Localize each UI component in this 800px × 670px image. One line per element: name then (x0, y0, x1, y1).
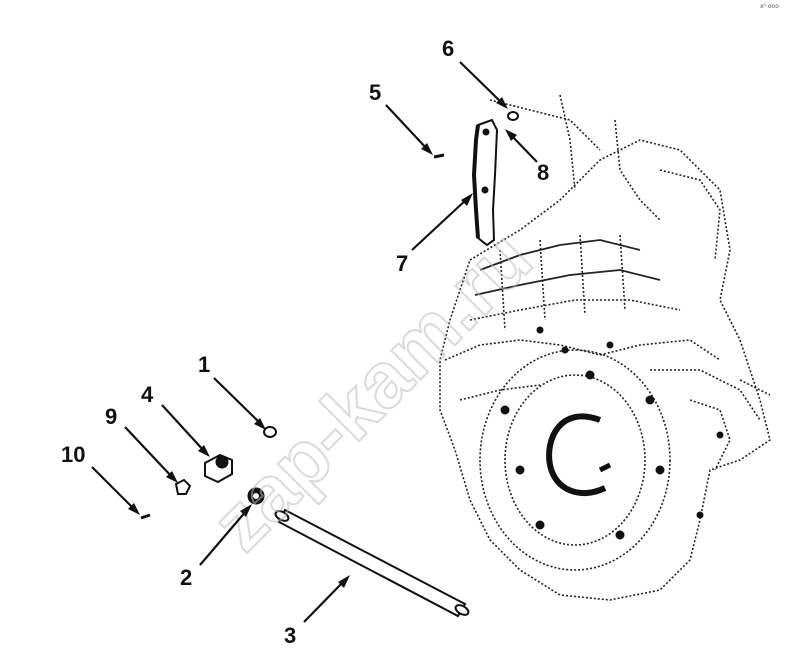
part-5-pin (433, 153, 445, 159)
callout-2: 2 (180, 565, 192, 590)
corner-mark: x⁰ ooo (760, 3, 779, 10)
callout-6: 6 (442, 36, 454, 61)
callout-8: 8 (537, 160, 549, 185)
callout-7: 7 (396, 251, 408, 276)
callout-9: 9 (105, 404, 117, 429)
part-7-bracket (471, 118, 499, 247)
part-2-grommet (247, 487, 265, 505)
part-6-washer (507, 111, 519, 121)
callout-4: 4 (141, 382, 154, 407)
callout-numbers: 1 2 3 4 5 6 7 8 9 10 (61, 36, 549, 648)
engine-block-illustration (439, 94, 771, 601)
part-9-nut (174, 478, 192, 495)
part-3-rod (274, 508, 470, 618)
part-4-block (204, 453, 233, 484)
part-10-pin (140, 513, 151, 520)
callout-1: 1 (198, 352, 210, 377)
watermark: zap-kam.ru (195, 214, 548, 567)
callout-5: 5 (369, 80, 381, 105)
callout-10: 10 (61, 442, 85, 467)
callout-3: 3 (284, 623, 296, 648)
callout-leaders (91, 61, 538, 623)
part-1-washer (263, 426, 277, 438)
